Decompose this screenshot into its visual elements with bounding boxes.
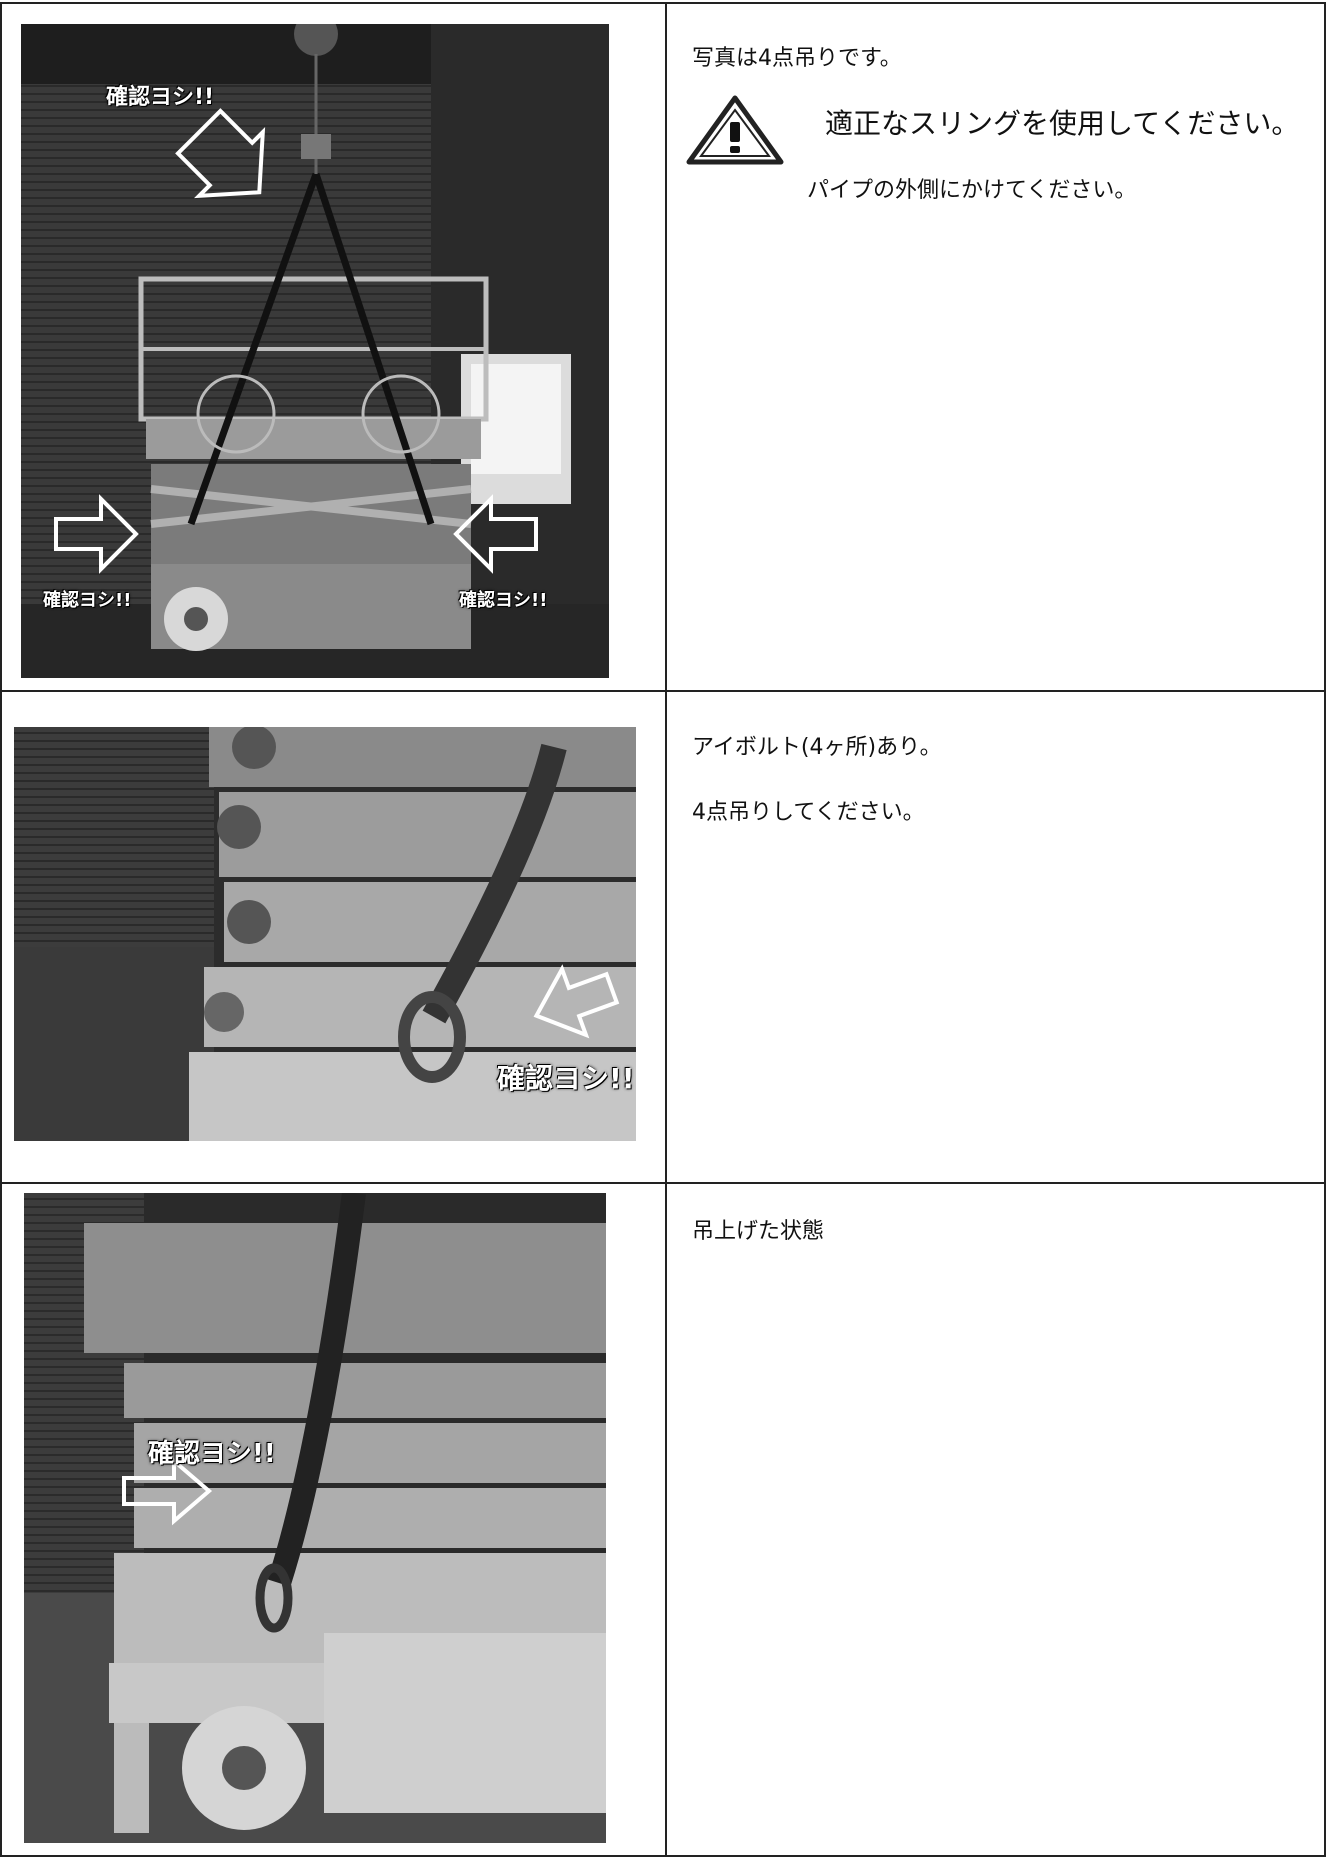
- instruction-text: 吊上げた状態: [692, 1219, 825, 1244]
- confirm-callout: 確認ヨシ!!: [148, 1439, 276, 1469]
- instruction-text: アイボルト(4ヶ所)あり。: [692, 735, 942, 760]
- photo-lifted-state: 確認ヨシ!!: [24, 1193, 606, 1843]
- row-divider: [2, 690, 1324, 692]
- row-divider: [2, 1182, 1324, 1184]
- confirm-callout: 確認ヨシ!!: [43, 590, 132, 611]
- photo-eye-bolt: 確認ヨシ!!: [14, 727, 636, 1141]
- instruction-text: 4点吊りしてください。: [692, 800, 925, 825]
- column-divider: [665, 4, 667, 1855]
- instruction-text: 写真は4点吊りです。: [692, 46, 902, 71]
- confirm-callout: 確認ヨシ!!: [106, 85, 215, 110]
- confirm-callout: 確認ヨシ!!: [459, 590, 548, 611]
- warning-triangle-icon: [685, 94, 785, 166]
- confirm-callout: 確認ヨシ!!: [497, 1062, 635, 1095]
- instruction-text: パイプの外側にかけてください。: [807, 178, 1137, 203]
- instruction-text: 適正なスリングを使用してください。: [825, 107, 1300, 140]
- photo-lift-suspended: 確認ヨシ!! 確認ヨシ!! 確認ヨシ!!: [21, 24, 609, 678]
